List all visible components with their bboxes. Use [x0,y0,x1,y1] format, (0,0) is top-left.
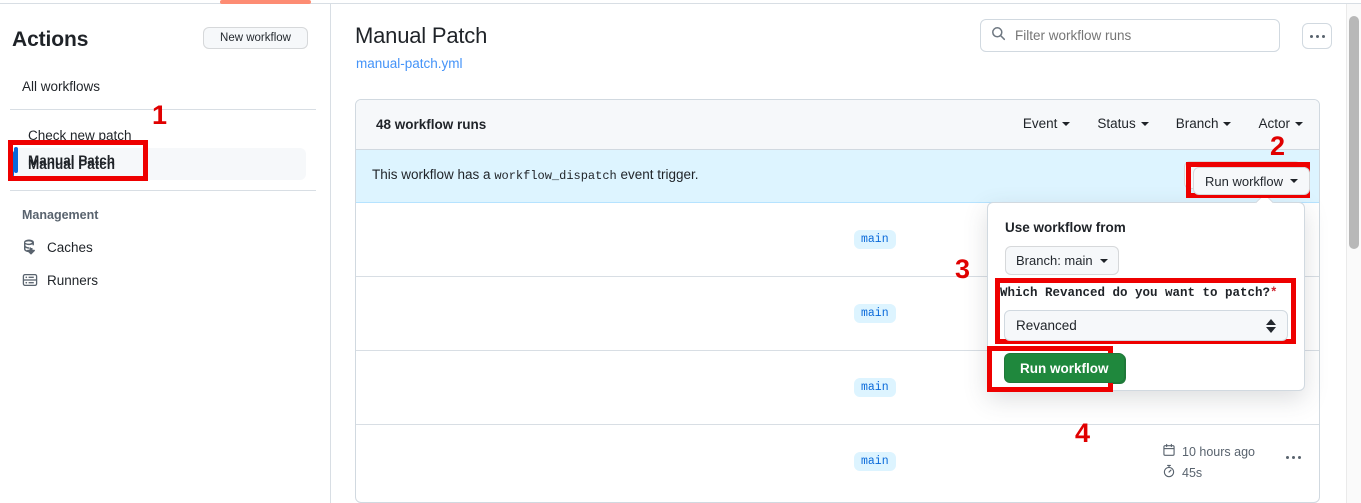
branch-badge[interactable]: main [854,378,896,397]
sidebar-item-caches-label: Caches [47,239,93,255]
filter-event-label: Event [1022,116,1058,131]
kebab-icon [1309,34,1325,38]
run-duration-label: 45s [1182,465,1203,480]
sidebar-item-manual-patch-label-echo: Manual Patch [28,153,116,168]
workflow-dispatch-banner: This workflow has a workflow_dispatch ev… [356,150,1319,203]
new-workflow-button[interactable]: New workflow [203,27,308,49]
sidebar-item-manual-patch-label: Manual Patch [28,157,116,172]
branch-badge[interactable]: main [854,452,896,471]
scrollbar-thumb[interactable] [1349,16,1359,249]
page-scrollbar[interactable] [1346,4,1361,503]
filter-group: Event Status Branch Actor [1023,116,1303,131]
filter-status[interactable]: Status [1097,116,1149,131]
required-marker: * [1277,288,1286,302]
runs-panel-header: 48 workflow runs Event Status Branch [356,100,1319,150]
search-icon [991,26,1006,46]
sidebar-item-runners[interactable]: Runners [22,272,98,288]
page-title-actions: Actions [12,28,89,51]
run-date: 10 hours ago [1162,443,1255,460]
dispatch-banner-text: This workflow has a workflow_dispatch ev… [372,167,699,183]
runner-icon [22,272,38,288]
use-workflow-from-label: Use workflow from [1005,220,1126,235]
top-divider [0,3,1361,4]
run-workflow-dropdown-label-echo: Run workflow [1205,173,1284,189]
branch-selector-label: Branch: main [1016,253,1093,268]
revanced-select-value-echo: Revanced [1016,318,1077,333]
chevron-down-icon [1099,258,1108,263]
sidebar-item-check-new-patch[interactable]: Check new patch [28,128,132,143]
run-duration: 45s [1162,464,1255,481]
workflow-file-link[interactable]: manual-patch.yml [356,56,463,71]
workflow-title: Manual Patch [355,23,488,48]
revanced-select-echo[interactable]: Revanced [1004,310,1288,341]
calendar-icon [1162,443,1176,460]
branch-badge[interactable]: main [854,304,896,323]
dispatch-event-code: workflow_dispatch [494,169,617,183]
sidebar-divider-1 [10,109,316,110]
search-input[interactable] [980,19,1280,52]
input-field-label: Which Revanced do you want to patch? * [1000,288,1285,302]
filter-branch[interactable]: Branch [1176,116,1232,131]
table-row[interactable]: main [356,277,1319,351]
table-row[interactable]: main 10 hours ago [356,425,1319,499]
dispatch-text-after: event trigger. [620,167,699,182]
select-arrows-icon-echo [1266,319,1276,333]
sidebar-vertical-divider [330,4,331,503]
chevron-down-icon [1295,121,1303,126]
filter-status-label: Status [1097,116,1136,131]
dispatch-text-before: This workflow has a [372,167,491,182]
sidebar-heading-management: Management [22,208,99,222]
row-overflow-menu[interactable] [1286,456,1301,459]
chevron-down-icon [1062,121,1071,126]
chevron-down-icon [1290,179,1299,183]
chevron-down-icon [1140,121,1149,126]
branch-selector-button[interactable]: Branch: main [1005,246,1119,275]
run-workflow-dropdown-button-echo[interactable]: Run workflow [1193,167,1311,195]
search-input-field[interactable] [1015,28,1265,43]
filter-actor[interactable]: Actor [1258,116,1303,131]
sidebar-item-all-workflows[interactable]: All workflows [22,79,101,94]
sidebar-item-runners-label: Runners [47,272,99,288]
selected-indicator-bar-echo [14,147,18,173]
filter-actor-label: Actor [1258,116,1290,131]
stopwatch-icon [1162,464,1176,481]
run-date-label: 10 hours ago [1182,444,1255,459]
workflow-runs-count: 48 workflow runs [376,117,487,132]
sidebar-item-caches[interactable]: Caches [22,239,93,255]
run-meta: 10 hours ago 45s [1162,443,1255,481]
sidebar: Actions New workflow All workflows Check… [0,4,330,503]
sidebar-divider-2 [10,190,316,191]
overflow-menu-button[interactable] [1302,23,1332,49]
sidebar-item-manual-patch[interactable] [10,148,306,180]
branch-badge[interactable]: main [854,230,896,249]
submit-run-workflow-button-echo[interactable]: Run workflow [1004,353,1125,383]
input-field-label-text: Which Revanced do you want to patch? [1000,288,1271,302]
filter-branch-label: Branch [1175,116,1219,131]
cache-icon [22,239,38,255]
table-row[interactable]: main [356,203,1319,277]
filter-event[interactable]: Event [1023,116,1071,131]
chevron-down-icon [1223,121,1232,126]
active-tab-indicator [220,0,311,4]
